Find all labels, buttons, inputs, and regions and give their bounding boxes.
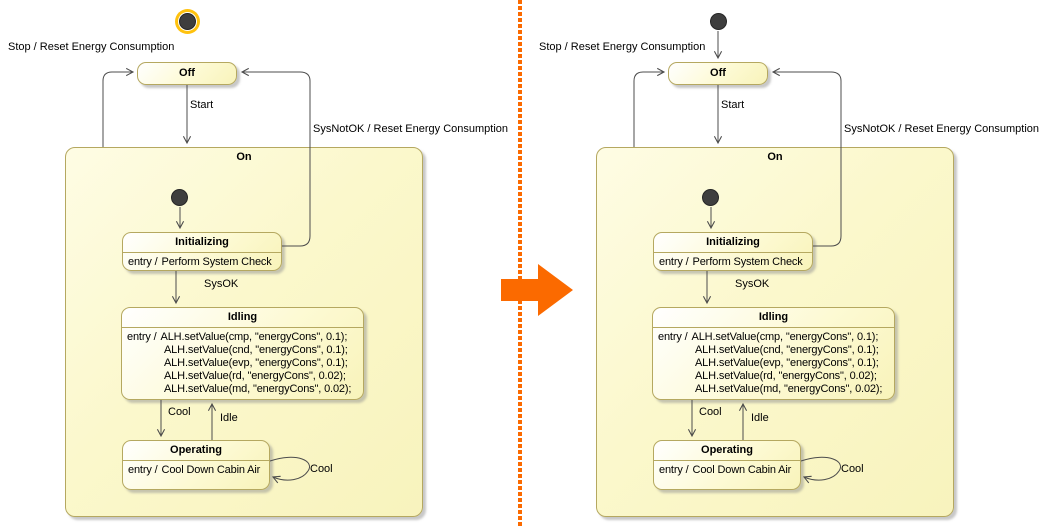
entry-action-line: ALH.setValue(rd, "energyCons", 0.02);: [164, 370, 346, 382]
entry-action: Perform System Check: [692, 256, 803, 268]
entry-action-line: ALH.setValue(rd, "energyCons", 0.02);: [695, 370, 877, 382]
state-on-title: On: [767, 151, 783, 163]
transition-operating-self-cool[interactable]: [269, 456, 310, 484]
transition-label-stop[interactable]: Stop / Reset Energy Consumption: [8, 41, 175, 53]
entry-action-line: ALH.setValue(cnd, "energyCons", 0.1);: [695, 344, 879, 356]
transition-label-cool[interactable]: Cool: [168, 406, 191, 418]
entry-keyword: entry /: [659, 256, 689, 268]
entry-keyword: entry /: [658, 331, 688, 343]
transition-edges: [633, 31, 842, 484]
state-off-title: Off: [710, 67, 726, 79]
initial-pseudostate-inner[interactable]: [171, 189, 188, 206]
transition-label-sysok[interactable]: SysOK: [204, 278, 239, 290]
state-operating[interactable]: Operating entry /Cool Down Cabin Air: [653, 440, 801, 490]
state-off[interactable]: Off: [137, 62, 237, 85]
entry-action-line: ALH.setValue(cmp, "energyCons", 0.1);: [160, 331, 348, 343]
transition-label-cool-self[interactable]: Cool: [841, 463, 864, 475]
state-initializing[interactable]: Initializing entry /Perform System Check: [653, 232, 813, 271]
state-machine-diagram-before: On Off Initializing entry /Perform Syste…: [8, 13, 509, 517]
transition-initializing-to-off-sysnotok[interactable]: [771, 67, 842, 247]
entry-action: Cool Down Cabin Air: [161, 464, 261, 476]
entry-keyword: entry /: [127, 331, 157, 343]
big-right-arrow-icon: [501, 264, 573, 316]
transition-label-sysnotok[interactable]: SysNotOK / Reset Energy Consumption: [844, 123, 1040, 135]
transition-label-start[interactable]: Start: [190, 99, 214, 111]
entry-keyword: entry /: [659, 464, 689, 476]
state-idling[interactable]: Idling entry /ALH.setValue(cmp, "energyC…: [121, 307, 364, 400]
transition-on-to-off-stop[interactable]: [633, 67, 666, 147]
entry-action-line: ALH.setValue(md, "energyCons", 0.02);: [695, 383, 883, 395]
state-initializing[interactable]: Initializing entry /Perform System Check: [122, 232, 282, 271]
state-off[interactable]: Off: [668, 62, 768, 85]
entry-action-line: ALH.setValue(cnd, "energyCons", 0.1);: [164, 344, 348, 356]
transition-label-cool[interactable]: Cool: [699, 406, 722, 418]
transition-label-idle[interactable]: Idle: [220, 412, 238, 424]
entry-action: Cool Down Cabin Air: [692, 464, 792, 476]
initial-pseudostate[interactable]: [179, 13, 196, 30]
entry-keyword: entry /: [128, 256, 158, 268]
transition-label-idle[interactable]: Idle: [751, 412, 769, 424]
entry-action: Perform System Check: [161, 256, 272, 268]
state-on-title: On: [236, 151, 252, 163]
state-off-title: Off: [179, 67, 195, 79]
transition-initializing-to-off-sysnotok[interactable]: [240, 67, 311, 247]
entry-action-line: ALH.setValue(evp, "energyCons", 0.1);: [164, 357, 348, 369]
state-idling-title: Idling: [653, 308, 894, 328]
transition-label-sysnotok[interactable]: SysNotOK / Reset Energy Consumption: [313, 123, 509, 135]
transition-label-cool-self[interactable]: Cool: [310, 463, 333, 475]
transition-label-sysok[interactable]: SysOK: [735, 278, 770, 290]
transition-edges: [102, 67, 311, 484]
entry-action-line: ALH.setValue(cmp, "energyCons", 0.1);: [691, 331, 879, 343]
transition-label-stop[interactable]: Stop / Reset Energy Consumption: [539, 41, 706, 53]
initial-pseudostate[interactable]: [710, 13, 727, 30]
state-initializing-title: Initializing: [123, 233, 281, 253]
state-idling-title: Idling: [122, 308, 363, 328]
transition-operating-self-cool[interactable]: [800, 456, 841, 484]
entry-action-line: ALH.setValue(md, "energyCons", 0.02);: [164, 383, 352, 395]
entry-action-line: ALH.setValue(evp, "energyCons", 0.1);: [695, 357, 879, 369]
state-operating[interactable]: Operating entry /Cool Down Cabin Air: [122, 440, 270, 490]
state-operating-title: Operating: [654, 441, 800, 461]
transition-on-to-off-stop[interactable]: [102, 67, 135, 147]
state-operating-title: Operating: [123, 441, 269, 461]
state-machine-diagram-after: On Off Initializing entry /Perform Syste…: [531, 0, 1044, 526]
transition-label-start[interactable]: Start: [721, 99, 745, 111]
initial-pseudostate-inner[interactable]: [702, 189, 719, 206]
state-idling[interactable]: Idling entry /ALH.setValue(cmp, "energyC…: [652, 307, 895, 400]
state-initializing-title: Initializing: [654, 233, 812, 253]
entry-keyword: entry /: [128, 464, 158, 476]
